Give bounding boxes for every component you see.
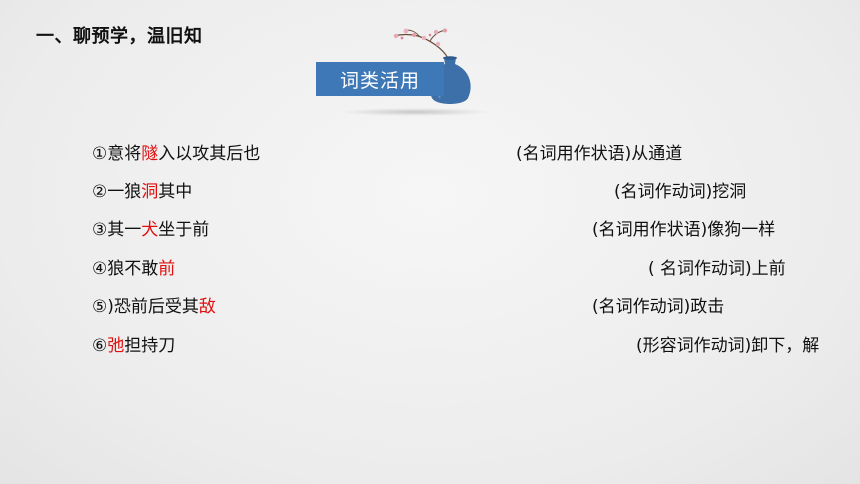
section-heading: 一、聊预学，温旧知 xyxy=(36,26,203,47)
sentence-text: 其中 xyxy=(158,182,193,202)
sentence: ①意将隧入以攻其后也 xyxy=(92,139,260,164)
highlighted-word: 犬 xyxy=(141,220,159,240)
meaning-text: ( 名词作动词)上前 xyxy=(648,259,786,279)
highlighted-word: 前 xyxy=(158,259,176,279)
sentence-text: ④狼不敢 xyxy=(92,259,159,279)
highlighted-word: 弛 xyxy=(107,336,125,356)
highlighted-word: 隧 xyxy=(141,144,159,164)
highlighted-word: 敌 xyxy=(198,297,216,317)
highlighted-word: 洞 xyxy=(141,182,159,202)
sentence: ⑥弛担持刀 xyxy=(92,331,175,356)
sentence-text: 担持刀 xyxy=(124,336,176,356)
section-title-badge: 词类活用 xyxy=(316,62,444,96)
sentence-text: ⑥ xyxy=(92,336,108,356)
sentence-text: ②一狼 xyxy=(92,182,142,202)
list-item: ③其一犬坐于前 (名词用作状语)像狗一样 xyxy=(92,215,860,240)
list-item: ①意将隧入以攻其后也 (名词用作状语)从通道 xyxy=(92,139,860,164)
sentence: ②一狼洞其中 xyxy=(92,177,192,202)
meaning-text: (名词作动词)挖洞 xyxy=(614,182,747,202)
meaning-text: (名词作动词)政击 xyxy=(592,297,725,317)
meaning-text: (形容词作动词)卸下，解 xyxy=(636,336,820,356)
list-item: ⑤)恐前后受其敌 (名词作动词)政击 xyxy=(92,292,860,317)
sentence-text: ⑤)恐前后受其 xyxy=(92,297,199,317)
sentence-text: 坐于前 xyxy=(158,220,210,240)
badge-shadow xyxy=(340,108,490,116)
list-item: ②一狼洞其中 (名词作动词)挖洞 xyxy=(92,177,860,202)
sentence-text: ①意将 xyxy=(92,144,142,164)
sentence-text: 入以攻其后也 xyxy=(158,144,261,164)
sentence: ④狼不敢前 xyxy=(92,254,175,279)
list-item: ④狼不敢前 ( 名词作动词)上前 xyxy=(92,254,860,279)
meaning-text: (名词用作状语)从通道 xyxy=(516,144,683,164)
sentence-text: ③其一 xyxy=(92,220,142,240)
sentence: ⑤)恐前后受其敌 xyxy=(92,292,216,317)
meaning-text: (名词用作状语)像狗一样 xyxy=(592,220,776,240)
list-item: ⑥弛担持刀 (形容词作动词)卸下，解 xyxy=(92,331,860,356)
sentence: ③其一犬坐于前 xyxy=(92,215,209,240)
title-badge-group: 词类活用 xyxy=(300,28,500,128)
